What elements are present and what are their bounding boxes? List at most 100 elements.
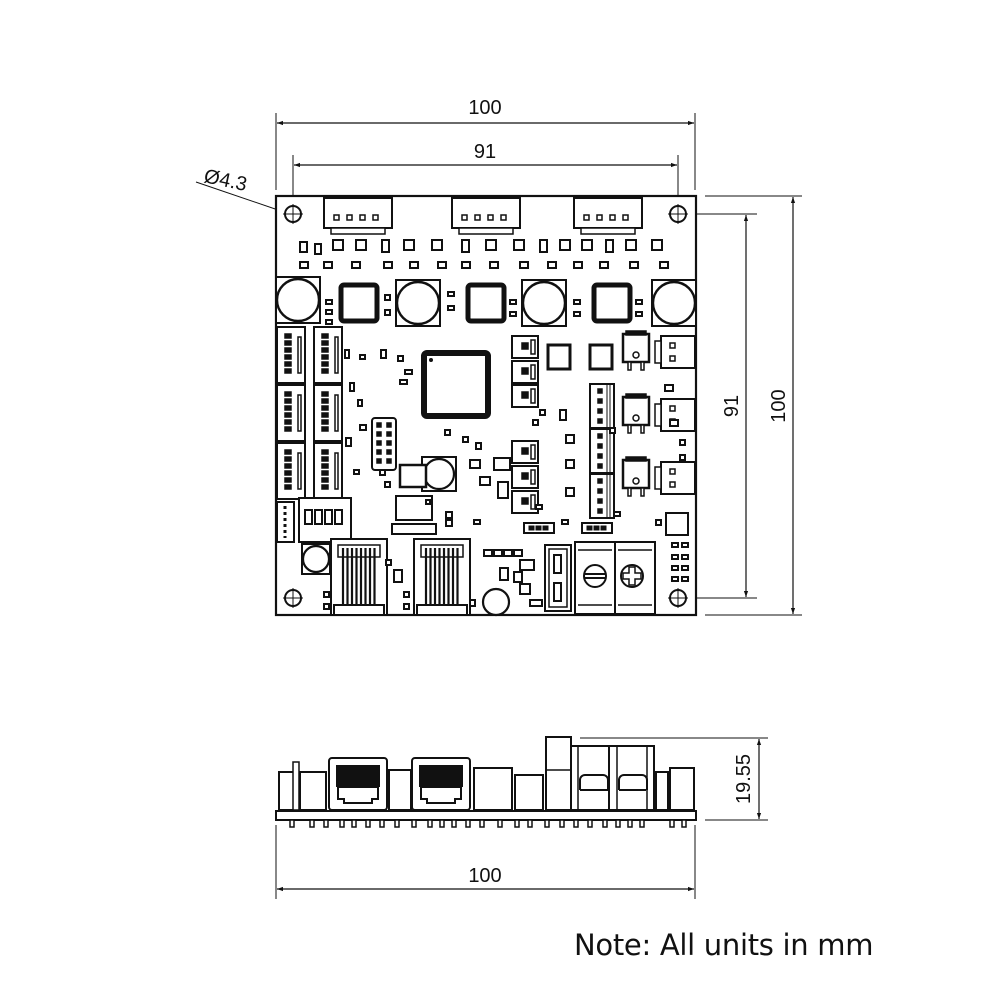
fuse-holder-icon bbox=[544, 544, 572, 612]
through-hole-pin bbox=[559, 819, 565, 828]
through-hole-pin bbox=[527, 819, 533, 828]
transistor-icon bbox=[511, 384, 539, 408]
smd-pad bbox=[393, 569, 403, 583]
smd-pad bbox=[681, 542, 689, 548]
smd-pad bbox=[659, 261, 669, 269]
regulator-icon bbox=[588, 343, 614, 371]
top-connector-icon bbox=[323, 197, 393, 235]
transistor-icon bbox=[511, 490, 539, 514]
through-hole-pin bbox=[615, 819, 621, 828]
smd-pad bbox=[461, 261, 471, 269]
smd-pad bbox=[357, 399, 363, 407]
through-hole-pin bbox=[465, 819, 471, 828]
dim-label-height-19-55: 19.55 bbox=[733, 754, 755, 804]
smd-pad bbox=[461, 239, 470, 253]
smd-pad bbox=[323, 603, 330, 610]
terminal-block-icon bbox=[589, 383, 615, 429]
smd-pad bbox=[325, 309, 333, 315]
smd-pad bbox=[483, 549, 493, 557]
smd-pad bbox=[651, 239, 663, 251]
smd-pad bbox=[565, 434, 575, 444]
inductor-icon bbox=[481, 587, 511, 617]
rj45-side-icon bbox=[411, 757, 471, 811]
side-connector-icon bbox=[276, 442, 306, 500]
smd-pad bbox=[669, 419, 679, 427]
smd-pad bbox=[325, 299, 333, 305]
inductor-icon bbox=[651, 279, 697, 327]
dim-label-width-91: 91 bbox=[474, 141, 496, 163]
side-connector-icon bbox=[313, 442, 343, 500]
smd-pad bbox=[475, 442, 482, 450]
screw-terminal-side-icon bbox=[545, 736, 655, 811]
smd-pad bbox=[499, 567, 509, 581]
smd-pad bbox=[444, 429, 451, 436]
smd-pad bbox=[535, 504, 543, 510]
smd-pad bbox=[493, 549, 503, 557]
smd-pad bbox=[561, 519, 569, 525]
inductor-icon bbox=[395, 279, 441, 327]
smd-pad bbox=[379, 469, 386, 476]
through-hole-pin bbox=[439, 819, 445, 828]
transistor-icon bbox=[511, 440, 539, 464]
smd-pad bbox=[383, 261, 393, 269]
through-hole-pin bbox=[309, 819, 315, 828]
dim-hole-spacing-height: 91 bbox=[690, 213, 757, 599]
smd-pad bbox=[573, 311, 581, 317]
smd-pad bbox=[625, 239, 637, 251]
smd-pad bbox=[559, 239, 571, 251]
pcb-top-view bbox=[274, 194, 698, 617]
dim-label-height-100: 100 bbox=[768, 389, 790, 422]
smd-pad bbox=[635, 311, 643, 317]
smd-pad bbox=[299, 241, 308, 253]
pin-header-icon bbox=[391, 523, 437, 535]
through-hole-pin bbox=[451, 819, 457, 828]
smd-pad bbox=[681, 576, 689, 582]
through-hole-pin bbox=[351, 819, 357, 828]
smd-pad bbox=[513, 549, 523, 557]
smd-pad bbox=[485, 239, 497, 251]
top-connector-icon bbox=[451, 197, 521, 235]
through-hole-pin bbox=[323, 819, 329, 828]
smd-pad bbox=[323, 261, 333, 269]
smd-pad bbox=[681, 554, 689, 560]
smd-pad bbox=[503, 549, 513, 557]
through-hole-pin bbox=[339, 819, 345, 828]
smd-pad bbox=[679, 439, 686, 446]
power-connector-icon bbox=[654, 461, 696, 495]
mounting-hole-icon bbox=[668, 588, 688, 608]
smd-pad bbox=[573, 261, 583, 269]
side-connector-icon bbox=[276, 501, 295, 543]
terminal-block-icon bbox=[589, 473, 615, 519]
rj45-port-icon bbox=[413, 538, 471, 616]
smd-pad bbox=[447, 291, 455, 297]
rj45-side-icon bbox=[328, 757, 388, 811]
microcontroller-icon bbox=[421, 350, 491, 419]
inductor-icon bbox=[301, 543, 331, 575]
smd-pad bbox=[664, 384, 674, 392]
smd-pad bbox=[404, 369, 413, 375]
smd-pad bbox=[519, 559, 535, 571]
smd-pad bbox=[385, 559, 392, 566]
smd-pad bbox=[532, 419, 539, 426]
transistor-icon bbox=[511, 465, 539, 489]
smd-pad bbox=[513, 571, 523, 583]
smd-pad bbox=[397, 355, 404, 362]
smd-pad bbox=[671, 576, 679, 582]
smd-pad bbox=[325, 319, 333, 325]
through-hole-pin bbox=[602, 819, 608, 828]
smd-pad bbox=[581, 239, 593, 251]
driver-ic-icon bbox=[591, 282, 633, 324]
ic-icon bbox=[398, 463, 428, 489]
through-hole-pin bbox=[379, 819, 385, 828]
through-hole-pin bbox=[627, 819, 633, 828]
smd-pad bbox=[344, 349, 350, 359]
side-connector-icon bbox=[276, 326, 306, 384]
dim-label-width-100: 100 bbox=[468, 97, 501, 119]
smd-pad bbox=[565, 459, 575, 469]
smd-pad bbox=[469, 599, 476, 607]
pcb-side-view: 19.55 100 bbox=[275, 736, 768, 899]
smd-pad bbox=[447, 305, 455, 311]
mounting-hole-icon bbox=[283, 588, 303, 608]
smd-pad bbox=[559, 409, 567, 421]
smd-pad bbox=[497, 481, 509, 499]
